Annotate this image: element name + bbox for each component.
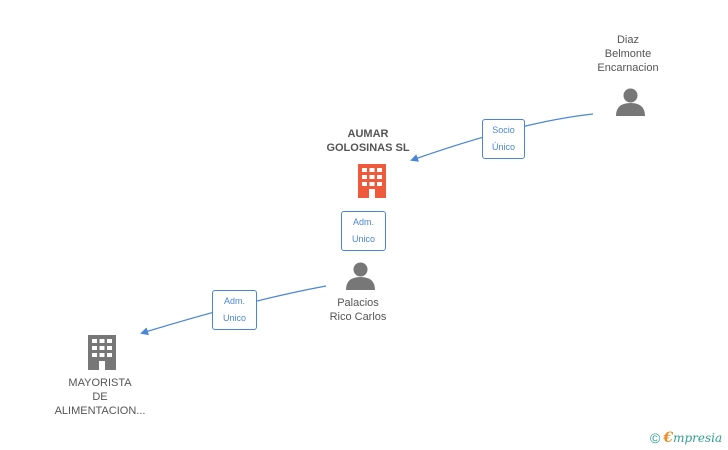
node-label-aumar: AUMAR GOLOSINAS SL [326,128,410,154]
person-icon[interactable] [346,262,375,290]
edge-label-adm-unico[interactable]: Adm. Unico [212,290,257,330]
building-icon[interactable] [356,164,388,198]
copyright-icon: © [650,430,661,446]
node-label-palacios: Palacios Rico Carlos [329,297,387,323]
node-label-diaz: Diaz Belmonte Encarnacion [597,34,659,74]
edge-label-socio-unico[interactable]: Socio Único [482,119,525,159]
brand-logo: €mpresia [663,430,723,446]
edge-label-adm-unico[interactable]: Adm. Unico [341,211,386,251]
node-label-mayorista: MAYORISTA DE ALIMENTACION... [54,377,146,417]
building-icon[interactable] [86,335,118,370]
empresia-watermark: © €mpresia [650,430,722,446]
person-icon[interactable] [616,88,645,116]
